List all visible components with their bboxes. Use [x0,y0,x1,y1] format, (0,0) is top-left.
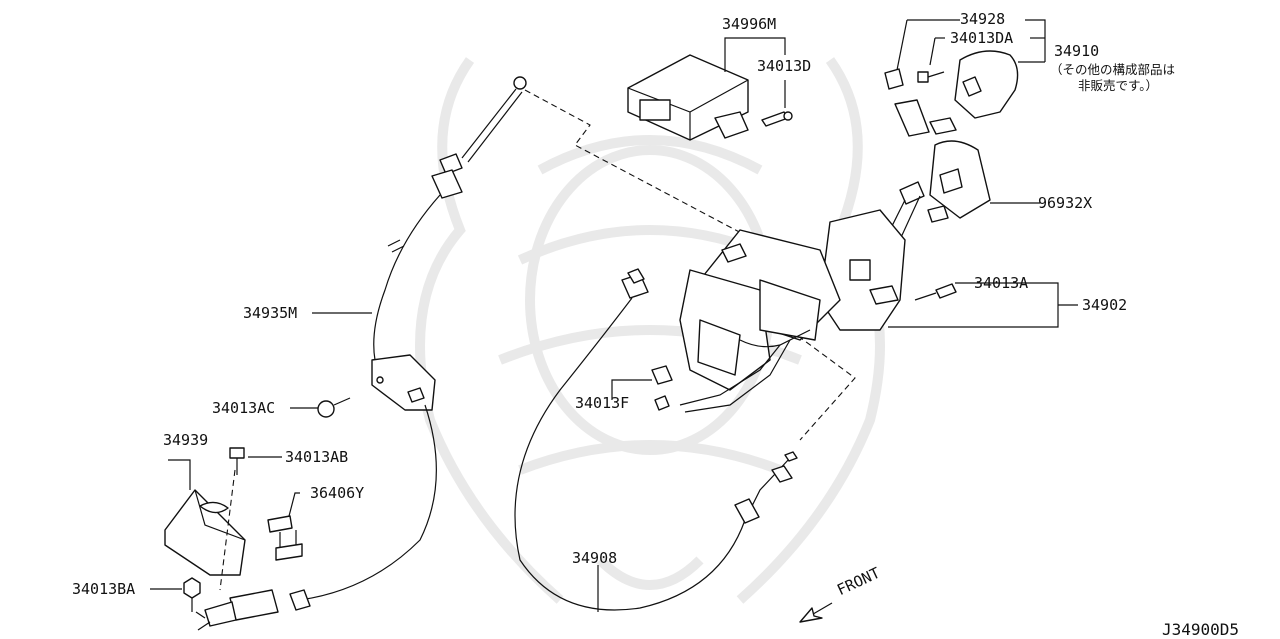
bolt-34013AC [318,398,350,417]
shifter-body [655,182,956,412]
front-arrow-icon [800,603,832,622]
nut-34013BA [184,578,200,612]
label-34939: 34939 [163,431,209,449]
label-36406Y: 36406Y [310,484,365,502]
label-34928: 34928 [960,10,1006,28]
shift-knob-assembly [885,51,1018,222]
clip-36406Y [268,516,302,560]
bolt-34013AB [230,448,244,475]
bracket-34939 [165,470,245,590]
label-34996M: 34996M [722,15,777,33]
assembly-lines [525,90,855,440]
leader-lines [150,20,1078,612]
label-34013DA: 34013DA [950,29,1014,47]
label-34013AC: 34013AC [212,399,276,417]
label-34013D: 34013D [757,57,812,75]
clip-34013F [652,366,672,384]
label-34935M: 34935M [243,304,298,322]
label-96932X: 96932X [1038,194,1093,212]
control-unit [628,55,792,140]
label-34013BA: 34013BA [72,580,136,598]
note-line-2: 非販売です。） [1078,78,1159,93]
cable-34908 [515,269,797,610]
label-34013A: 34013A [974,274,1029,292]
diagram-id: J34900D5 [1162,620,1240,639]
note-line-1: （その他の構成部品は [1050,62,1176,77]
label-34013AB: 34013AB [285,448,349,466]
cable-34935M [196,77,526,630]
label-34908: 34908 [572,549,618,567]
watermark-emblem [420,60,880,600]
label-34013F: 34013F [575,394,630,412]
label-34910: 34910 [1054,42,1100,60]
label-34902: 34902 [1082,296,1128,314]
